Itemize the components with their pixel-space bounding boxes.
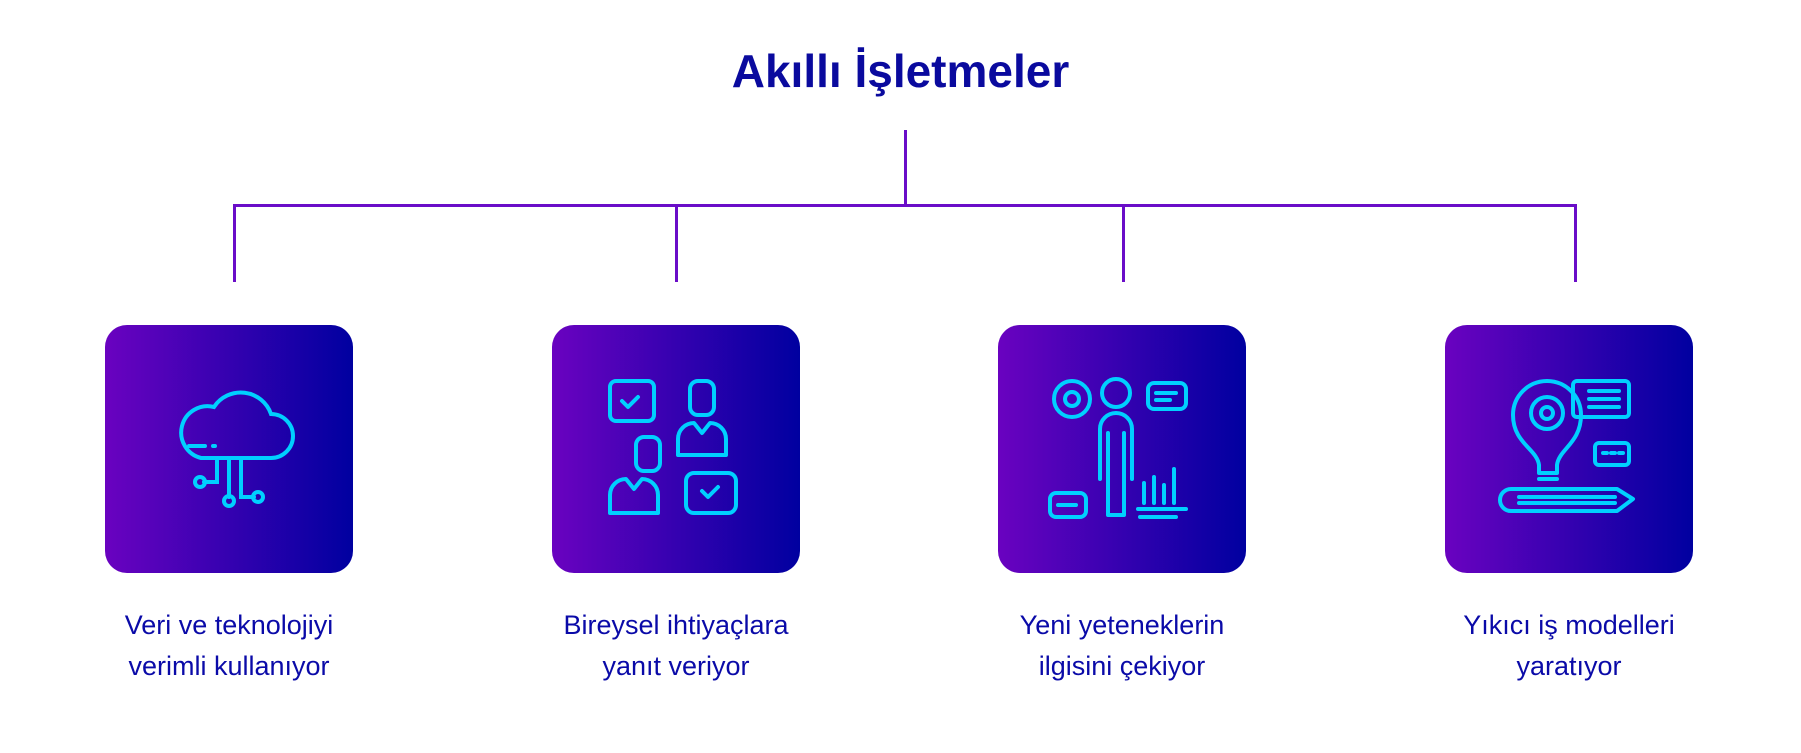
card-label-4: Yıkıcı iş modelleri yaratıyor: [1409, 605, 1729, 687]
connector-drop-2: [675, 204, 678, 282]
label-line: yanıt veriyor: [602, 651, 750, 681]
label-line: yaratıyor: [1516, 651, 1622, 681]
cloud-network-icon: [179, 390, 295, 508]
card-label-1: Veri ve teknolojiyi verimli kullanıyor: [69, 605, 389, 687]
label-line: Yıkıcı iş modelleri: [1463, 610, 1675, 640]
label-line: ilgisini çekiyor: [1038, 651, 1206, 681]
connector-drop-4: [1574, 204, 1577, 282]
connector-drop-3: [1122, 204, 1125, 282]
label-line: verimli kullanıyor: [128, 651, 330, 681]
lightbulb-gear-icon: [1498, 379, 1635, 513]
card-talent: [998, 325, 1246, 573]
connector-bar: [233, 204, 1577, 207]
card-disruptive-models: [1445, 325, 1693, 573]
card-individual-needs: [552, 325, 800, 573]
people-chat-icon: [608, 379, 738, 515]
card-label-2: Bireysel ihtiyaçlara yanıt veriyor: [516, 605, 836, 687]
page-title: Akıllı İşletmeler: [731, 45, 1070, 97]
label-line: Bireysel ihtiyaçlara: [563, 610, 789, 640]
person-analytics-icon: [1048, 377, 1188, 519]
card-data-technology: [105, 325, 353, 573]
label-line: Veri ve teknolojiyi: [124, 610, 334, 640]
card-label-3: Yeni yeteneklerin ilgisini çekiyor: [962, 605, 1282, 687]
label-line: Yeni yeteneklerin: [1019, 610, 1225, 640]
connector-trunk: [904, 130, 907, 206]
connector-drop-1: [233, 204, 236, 282]
